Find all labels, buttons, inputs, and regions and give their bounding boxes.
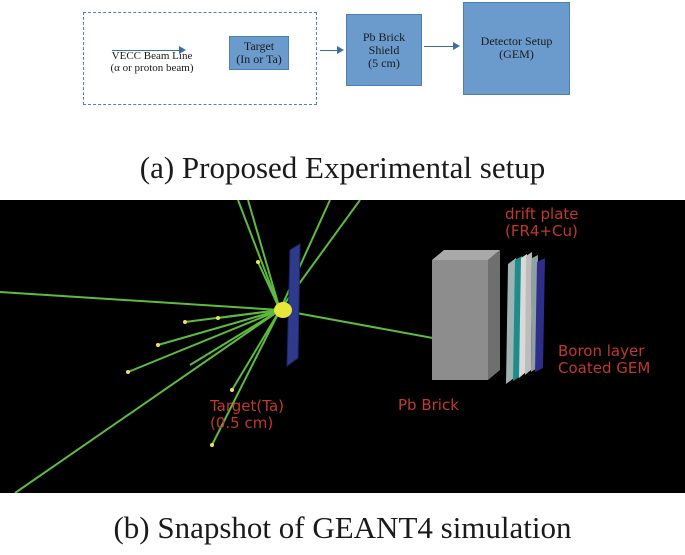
- target-label: Target(Ta) (0.5 cm): [210, 398, 284, 432]
- target-to-shield-arrow: [320, 46, 344, 54]
- shield-block-line3: (5 cm): [368, 55, 400, 70]
- endpoint: [256, 260, 260, 264]
- track: [127, 309, 281, 373]
- track: [0, 291, 281, 311]
- target-block-title: Target: [243, 39, 275, 53]
- track: [257, 261, 281, 311]
- detector-block-subtitle: (GEM): [499, 47, 534, 61]
- geant4-simulation-view: drift plate (FR4+Cu) Target(Ta) (0.5 cm)…: [0, 199, 685, 494]
- drift-plate-label: drift plate (FR4+Cu): [505, 206, 579, 240]
- gem-foil: [525, 252, 532, 375]
- pb-brick-side: [488, 250, 500, 380]
- pb-brick-top: [432, 250, 500, 260]
- target-block-subtitle: (In or Ta): [236, 52, 282, 66]
- target-label-line1: Target(Ta): [210, 397, 284, 415]
- caption-a: (a) Proposed Experimental setup: [139, 150, 546, 185]
- track: [184, 309, 281, 323]
- shield-block: Pb Brick Shield (5 cm): [346, 14, 422, 86]
- track: [14, 309, 281, 494]
- gem-foil: [519, 254, 527, 378]
- endpoint: [126, 370, 130, 374]
- target-block: Target (In or Ta): [229, 36, 289, 70]
- endpoint: [230, 388, 234, 392]
- detector-block-title: Detector Setup: [480, 34, 553, 48]
- pb-brick-front: [432, 260, 488, 380]
- track: [279, 199, 331, 311]
- track: [211, 309, 281, 446]
- particle-tracks: [0, 199, 461, 494]
- caption-b: (b) Snapshot of GEANT4 simulation: [113, 510, 572, 545]
- beam-line-title: VECC Beam Line: [111, 50, 193, 62]
- drift-plate-line1: drift plate: [505, 205, 579, 223]
- beam-region-dashed-box: [83, 12, 317, 105]
- pb-brick-label: Pb Brick: [398, 396, 459, 414]
- shield-to-detector-arrow: [424, 42, 460, 50]
- boron-layer-line1: Boron layer: [558, 342, 645, 360]
- track: [189, 309, 281, 366]
- target-plate: [286, 243, 301, 368]
- track: [247, 199, 281, 311]
- track-endpoints: [126, 260, 462, 447]
- shield-block-line1: Pb Brick: [362, 29, 406, 44]
- beam-arrow: [112, 46, 186, 54]
- track: [157, 309, 281, 346]
- simulation-scene: [0, 199, 545, 494]
- endpoint: [216, 316, 220, 320]
- shield-block-line2: Shield: [368, 42, 400, 57]
- target-hotspot: [274, 302, 292, 318]
- boron-layer-label: Boron layer Coated GEM: [558, 343, 650, 377]
- track: [279, 309, 461, 344]
- target-label-line2: (0.5 cm): [210, 414, 274, 432]
- track: [231, 309, 281, 391]
- boron-layer-line2: Coated GEM: [558, 359, 651, 377]
- beam-line-label: VECC Beam Line (α or proton beam): [97, 50, 207, 74]
- track: [237, 199, 281, 311]
- gem-detector: [506, 252, 545, 384]
- boron-layer-plate: [535, 258, 545, 372]
- endpoint: [156, 343, 160, 347]
- pb-brick: [432, 250, 500, 380]
- detector-block: Detector Setup (GEM): [463, 2, 570, 95]
- drift-plate-line2: (FR4+Cu): [505, 222, 578, 240]
- endpoint: [210, 443, 214, 447]
- endpoint: [183, 320, 187, 324]
- beam-line-subtitle: (α or proton beam): [110, 62, 194, 74]
